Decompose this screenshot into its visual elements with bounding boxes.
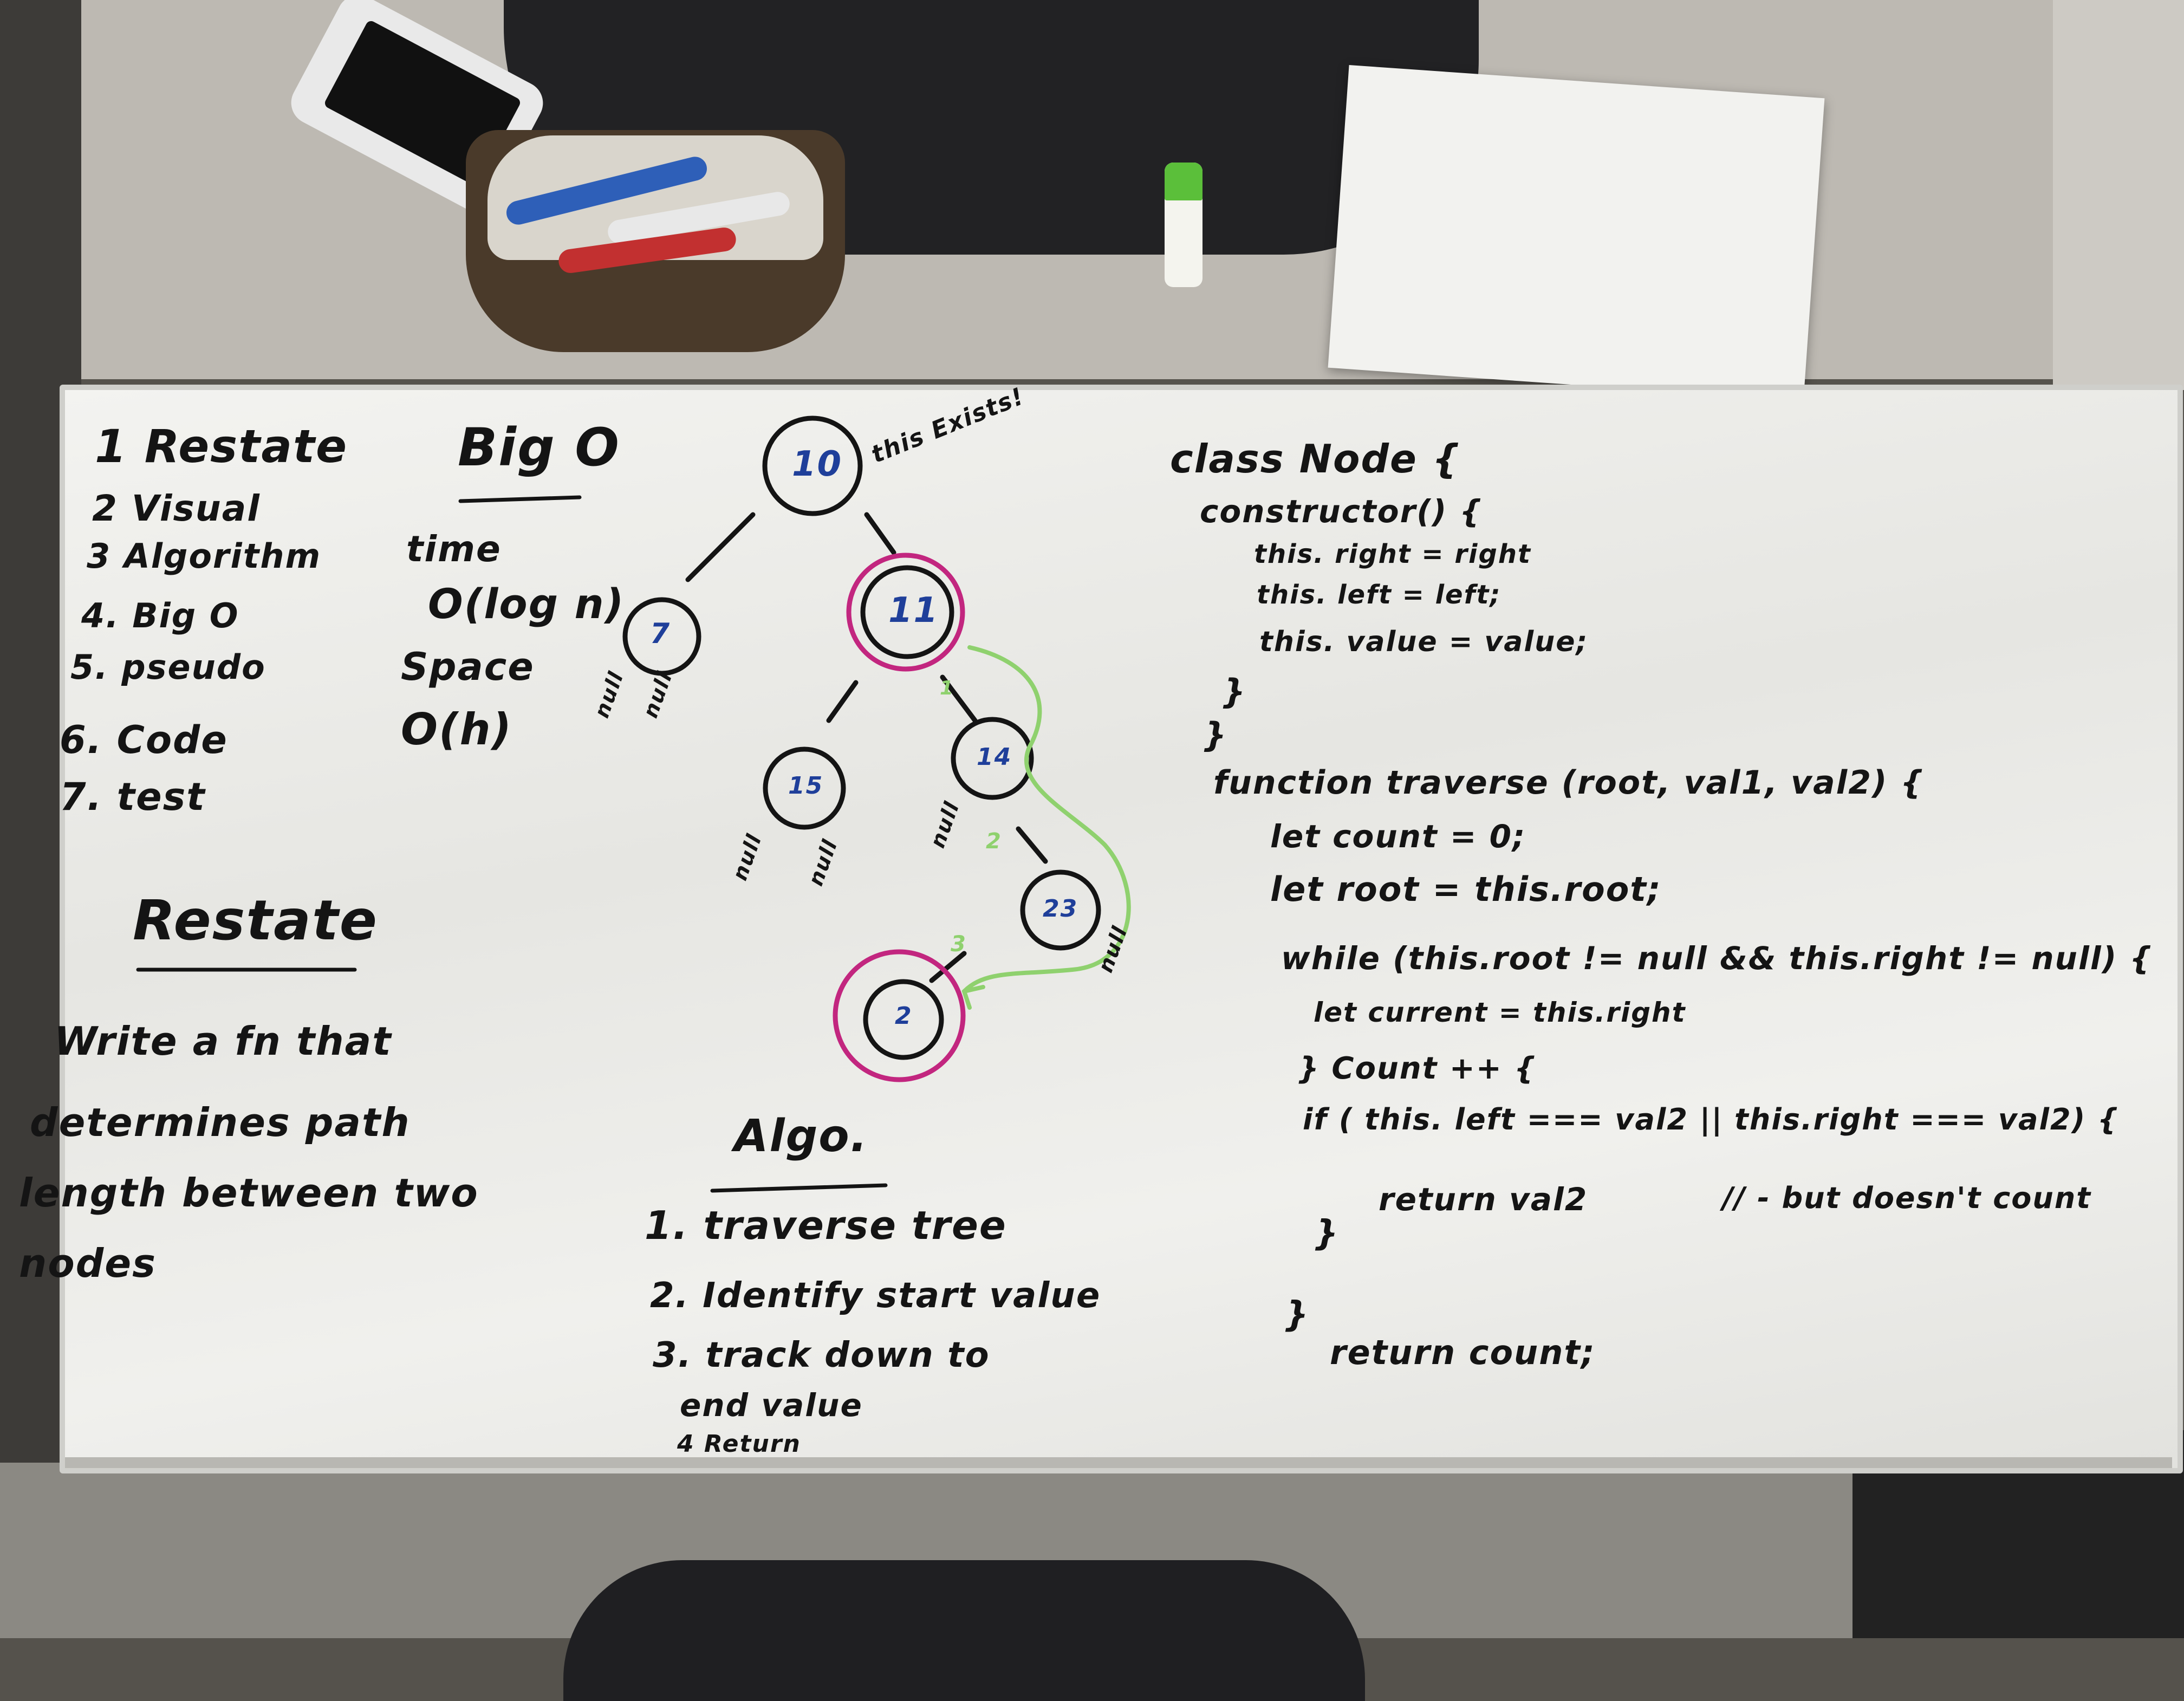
code-line: } — [1284, 1295, 1310, 1335]
restate-title: Restate — [133, 888, 378, 953]
space-label: Space — [401, 645, 535, 689]
tree-node-14 — [951, 717, 1034, 800]
step-6: 6. Code — [60, 718, 228, 762]
code-line: } Count ++ { — [1297, 1051, 1537, 1086]
node-label-23: 23 — [1043, 895, 1078, 923]
path-step-2: 2 — [986, 829, 1002, 854]
step-3: 3 Algorithm — [87, 536, 322, 576]
time-label: time — [406, 528, 502, 570]
node-label-2: 2 — [895, 1002, 913, 1030]
edge-23-2 — [929, 951, 967, 983]
traversal-path-arrow — [961, 645, 1131, 1010]
code-line: if ( this. left === val2 || this.right =… — [1303, 1102, 2120, 1137]
algo-step-3-cont: end value — [680, 1387, 863, 1424]
code-line: this. left = left; — [1257, 580, 1502, 610]
step-7: 7. test — [60, 775, 206, 819]
start-node-highlight — [846, 553, 965, 672]
code-line: return val2 — [1379, 1181, 1588, 1218]
end-node-highlight — [833, 949, 966, 1082]
node-label-10: 10 — [792, 444, 843, 484]
node-label-15: 15 — [788, 772, 824, 800]
restate-line: length between two — [19, 1170, 479, 1216]
code-line: } — [1221, 672, 1247, 711]
step-2: 2 Visual — [92, 488, 261, 529]
restate-line: nodes — [19, 1241, 157, 1286]
whiteboard-tray — [65, 1457, 2172, 1468]
step-4: 4. Big O — [81, 596, 239, 635]
tree-node-23 — [1020, 869, 1101, 951]
big-o-underline — [458, 495, 582, 503]
edge-10-11 — [864, 512, 896, 555]
whiteboard — [60, 385, 2183, 1473]
algo-step-1: 1. traverse tree — [645, 1203, 1007, 1248]
desk-surface-right — [2053, 0, 2184, 390]
tree-node-7 — [622, 597, 701, 676]
step-5: 5. pseudo — [70, 647, 266, 687]
path-step-1: 1 — [940, 677, 955, 699]
code-line: while (this.root != null && this.right !… — [1281, 940, 2153, 977]
edge-14-23 — [1016, 826, 1048, 864]
code-comment: // - but doesn't count — [1722, 1181, 2092, 1215]
algo-step-4: 4 Return — [677, 1430, 801, 1458]
code-line: } — [1314, 1213, 1340, 1254]
time-complexity: O(log n) — [428, 580, 625, 628]
code-line: function traverse (root, val1, val2) { — [1213, 764, 1925, 802]
restate-line: Write a fn that — [54, 1018, 392, 1064]
space-complexity: O(h) — [401, 704, 513, 755]
algo-step-2: 2. Identify start value — [650, 1276, 1101, 1316]
step-1: 1 Restate — [95, 420, 348, 473]
code-line: this. right = right — [1254, 539, 1531, 569]
restate-line: determines path — [30, 1100, 411, 1145]
code-line: return count; — [1330, 1333, 1596, 1372]
algo-step-3: 3. track down to — [653, 1335, 990, 1375]
tree-node-11 — [860, 565, 954, 659]
edge-11-14 — [940, 674, 978, 723]
node-label-14: 14 — [977, 743, 1012, 771]
algo-underline — [710, 1183, 888, 1193]
code-line: let current = this.right — [1314, 997, 1686, 1028]
code-line: let root = this.root; — [1270, 869, 1662, 909]
node-label-11: 11 — [888, 590, 939, 631]
tree-node-10 — [762, 415, 863, 516]
node-label-7: 7 — [650, 618, 671, 650]
edge-11-15 — [826, 680, 859, 723]
code-line: } — [1202, 715, 1228, 755]
path-step-3: 3 — [951, 932, 967, 957]
big-o-title: Big O — [458, 417, 620, 478]
tree-diagram — [136, 415, 1131, 1193]
glue-stick-cap — [1165, 163, 1202, 200]
tree-node-2 — [863, 979, 944, 1060]
edge-10-7 — [685, 512, 756, 582]
tree-node-15 — [763, 746, 846, 830]
code-line: class Node { — [1170, 436, 1461, 482]
code-line: let count = 0; — [1270, 818, 1526, 855]
algo-title: Algo. — [734, 1111, 868, 1162]
code-line: this. value = value; — [1259, 626, 1589, 658]
code-line: constructor() { — [1200, 493, 1483, 530]
